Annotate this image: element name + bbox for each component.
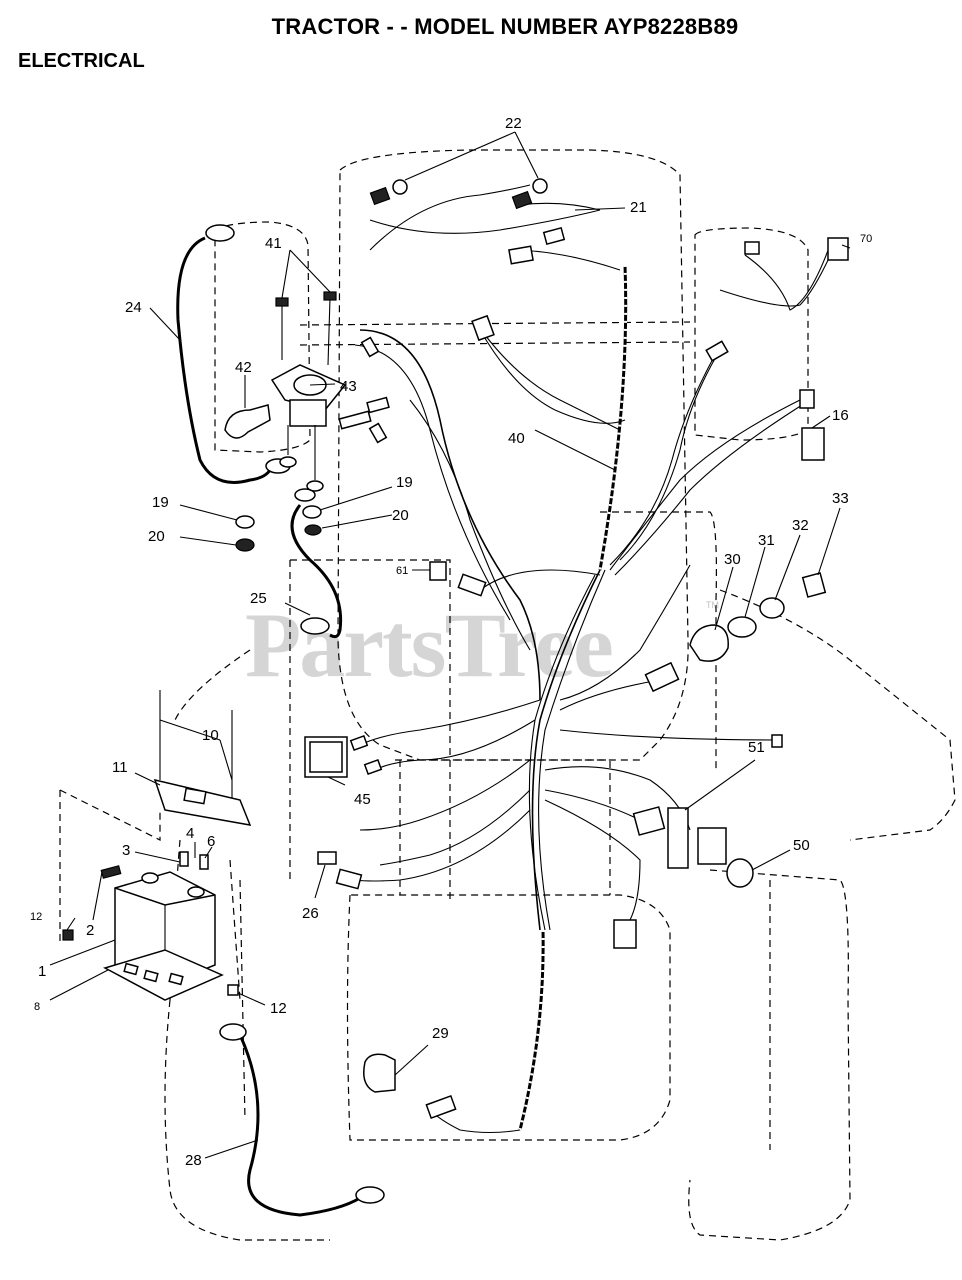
headlight-bulbs — [369, 178, 548, 210]
callout-12-left: 12 — [30, 911, 42, 923]
callout-33: 33 — [832, 490, 849, 507]
harness-coil-lower — [518, 929, 545, 1131]
section-label: ELECTRICAL — [18, 50, 145, 72]
callout-43: 43 — [340, 378, 357, 395]
electrical-switches — [304, 237, 849, 1093]
callout-61: 61 — [396, 565, 408, 577]
watermark-trademark: TM — [706, 600, 719, 610]
callout-3: 3 — [122, 842, 130, 859]
callout-50: 50 — [793, 837, 810, 854]
starter-solenoid — [224, 291, 390, 492]
callout-31: 31 — [758, 532, 775, 549]
callout-labels: 22 21 70 41 24 42 43 16 40 19 19 33 20 3… — [30, 115, 872, 1169]
callout-42: 42 — [235, 359, 252, 376]
callout-2: 2 — [86, 922, 94, 939]
callout-4: 4 — [186, 825, 194, 842]
harness-connectors — [335, 226, 783, 1119]
callout-28: 28 — [185, 1152, 202, 1169]
callout-41: 41 — [265, 235, 282, 252]
washers-nuts — [235, 505, 322, 552]
callout-1: 1 — [38, 963, 46, 980]
battery-assembly — [62, 690, 252, 1001]
callout-20-right: 20 — [392, 507, 409, 524]
harness-coil-upper — [598, 264, 628, 571]
callout-19-left: 19 — [152, 494, 169, 511]
callout-32: 32 — [792, 517, 809, 534]
callout-20-left: 20 — [148, 528, 165, 545]
page-title: TRACTOR - - MODEL NUMBER AYP8228B89 — [271, 14, 739, 39]
callout-21: 21 — [630, 199, 647, 216]
callout-12-right: 12 — [270, 1000, 287, 1017]
callout-leaders — [49, 131, 851, 1159]
callout-29: 29 — [432, 1025, 449, 1042]
callout-22: 22 — [505, 115, 522, 132]
callout-51: 51 — [748, 739, 765, 756]
callout-11: 11 — [112, 759, 128, 776]
battery-cables — [176, 224, 385, 1217]
callout-30: 30 — [724, 551, 741, 568]
callout-45: 45 — [354, 791, 371, 808]
tractor-frame-outline — [59, 149, 956, 1241]
callout-24: 24 — [125, 299, 142, 316]
callout-26: 26 — [302, 905, 319, 922]
callout-8: 8 — [34, 1001, 40, 1013]
callout-16: 16 — [832, 407, 849, 424]
callout-40: 40 — [508, 430, 525, 447]
callout-25: 25 — [250, 590, 267, 607]
wiring-harness — [354, 184, 836, 1134]
callout-10: 10 — [202, 727, 219, 744]
callout-70: 70 — [860, 233, 872, 245]
callout-19-right: 19 — [396, 474, 413, 491]
callout-6: 6 — [207, 833, 215, 850]
